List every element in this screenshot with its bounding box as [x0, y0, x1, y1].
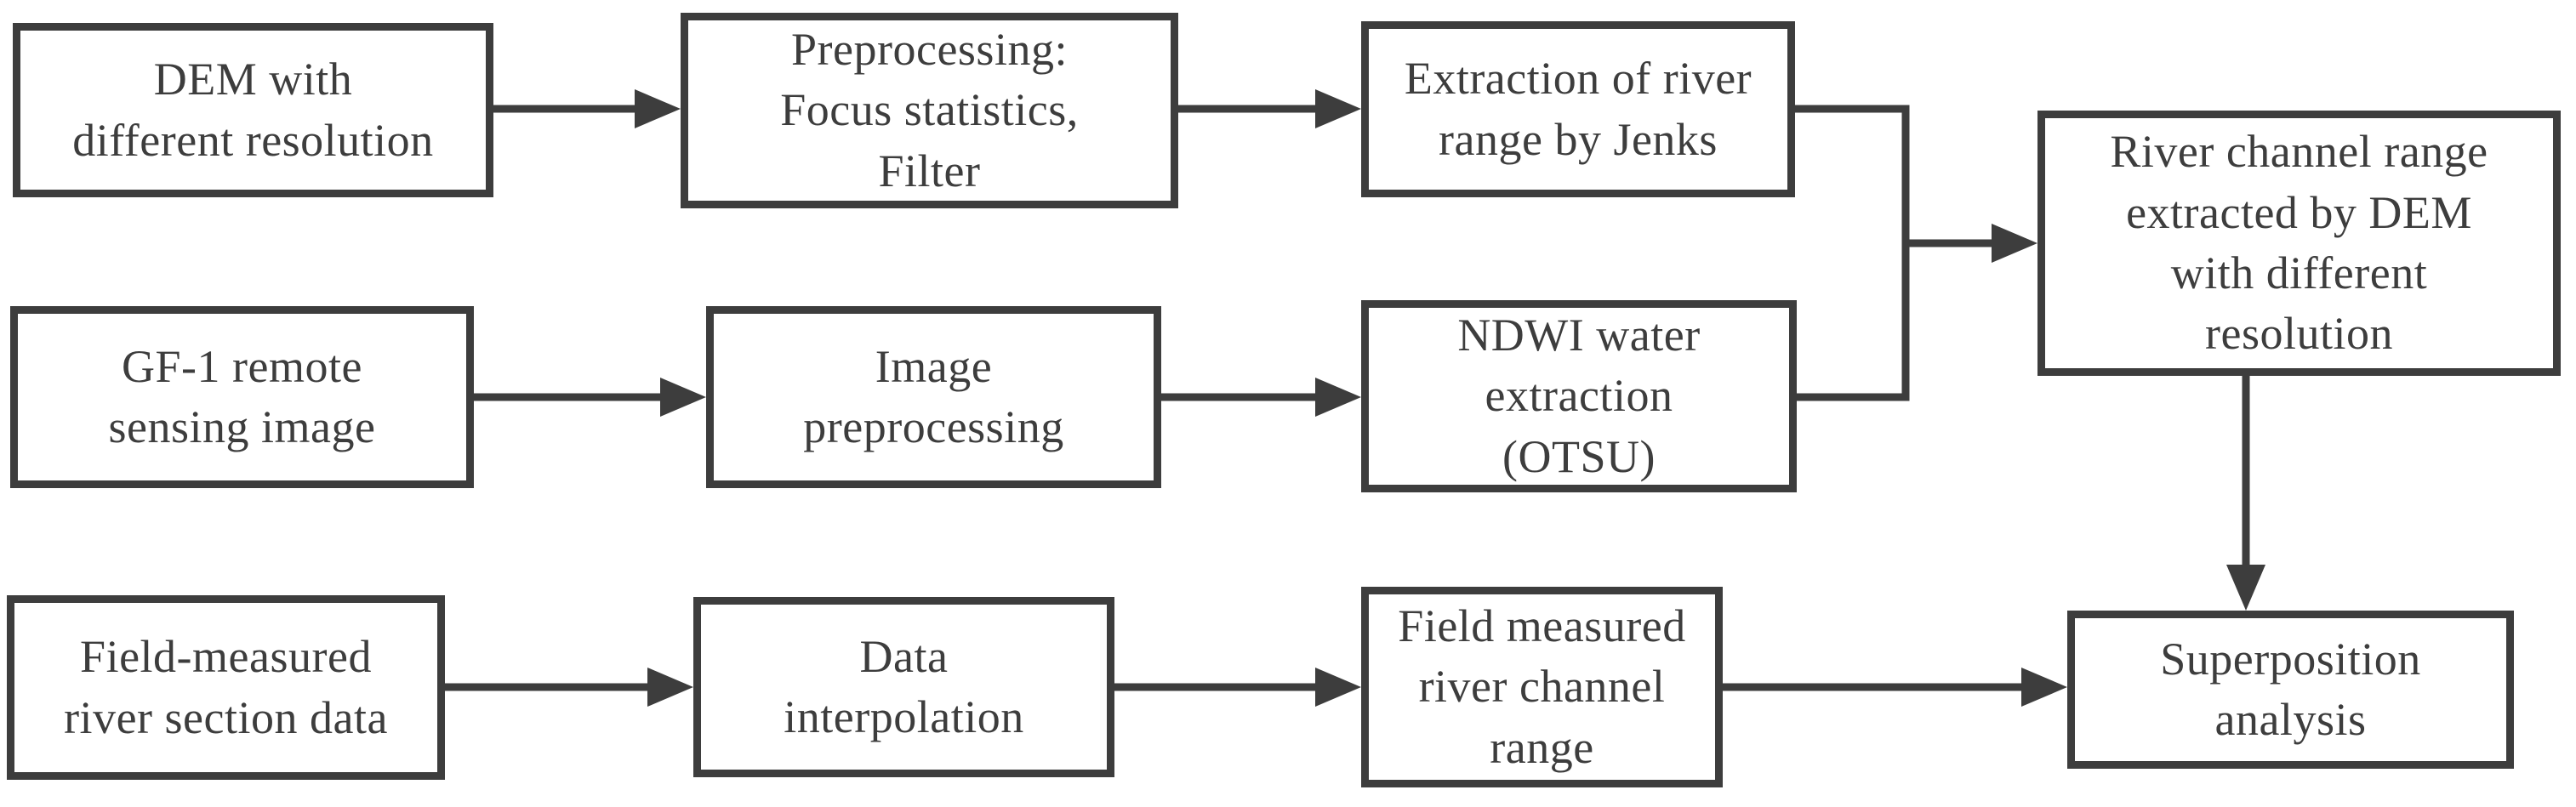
box-label: Extraction of river range by Jenks	[1404, 53, 1752, 165]
arrow-dem-to-preprocessing	[493, 89, 681, 128]
box-image-preprocessing: Image preprocessing	[706, 306, 1161, 488]
box-label: GF-1 remote sensing image	[108, 340, 376, 452]
box-jenks-extraction: Extraction of river range by Jenks	[1361, 21, 1795, 197]
arrow-field-channel-range-to-superposition	[1723, 668, 2067, 707]
box-ndwi-extraction: NDWI water extraction (OTSU)	[1361, 300, 1797, 492]
box-dem-preprocessing: Preprocessing: Focus statistics, Filter	[681, 13, 1178, 208]
arrow-dem-channel-range-to-superposition	[2226, 376, 2265, 611]
box-label: Superposition analysis	[2160, 633, 2421, 745]
connector-jenks-ndwi-merge	[1795, 105, 1910, 401]
box-dem-channel-range: River channel range extracted by DEM wit…	[2037, 111, 2561, 376]
arrow-merge-to-dem-channel-range	[1906, 224, 2037, 263]
box-field-section-data: Field-measured river section data	[7, 595, 445, 780]
arrow-image-preprocessing-to-ndwi	[1161, 378, 1361, 417]
box-label: NDWI water extraction (OTSU)	[1457, 310, 1701, 482]
arrow-gf1-to-image-preprocessing	[474, 378, 706, 417]
arrow-field-section-to-interpolation	[445, 668, 693, 707]
box-label: DEM with different resolution	[72, 54, 434, 166]
arrow-preprocessing-to-jenks	[1178, 89, 1361, 128]
box-gf1-image: GF-1 remote sensing image	[10, 306, 474, 488]
box-data-interpolation: Data interpolation	[693, 597, 1114, 777]
box-superposition-analysis: Superposition analysis	[2067, 611, 2514, 769]
box-label: Preprocessing: Focus statistics, Filter	[780, 24, 1079, 196]
box-dem-input: DEM with different resolution	[13, 23, 493, 197]
box-label: Field-measured river section data	[64, 631, 388, 743]
box-label: Data interpolation	[784, 630, 1024, 742]
box-label: River channel range extracted by DEM wit…	[2110, 126, 2488, 360]
box-label: Field measured river channel range	[1398, 600, 1686, 773]
arrow-interpolation-to-field-channel-range	[1114, 668, 1361, 707]
box-field-channel-range: Field measured river channel range	[1361, 587, 1723, 787]
box-label: Image preprocessing	[803, 340, 1064, 452]
